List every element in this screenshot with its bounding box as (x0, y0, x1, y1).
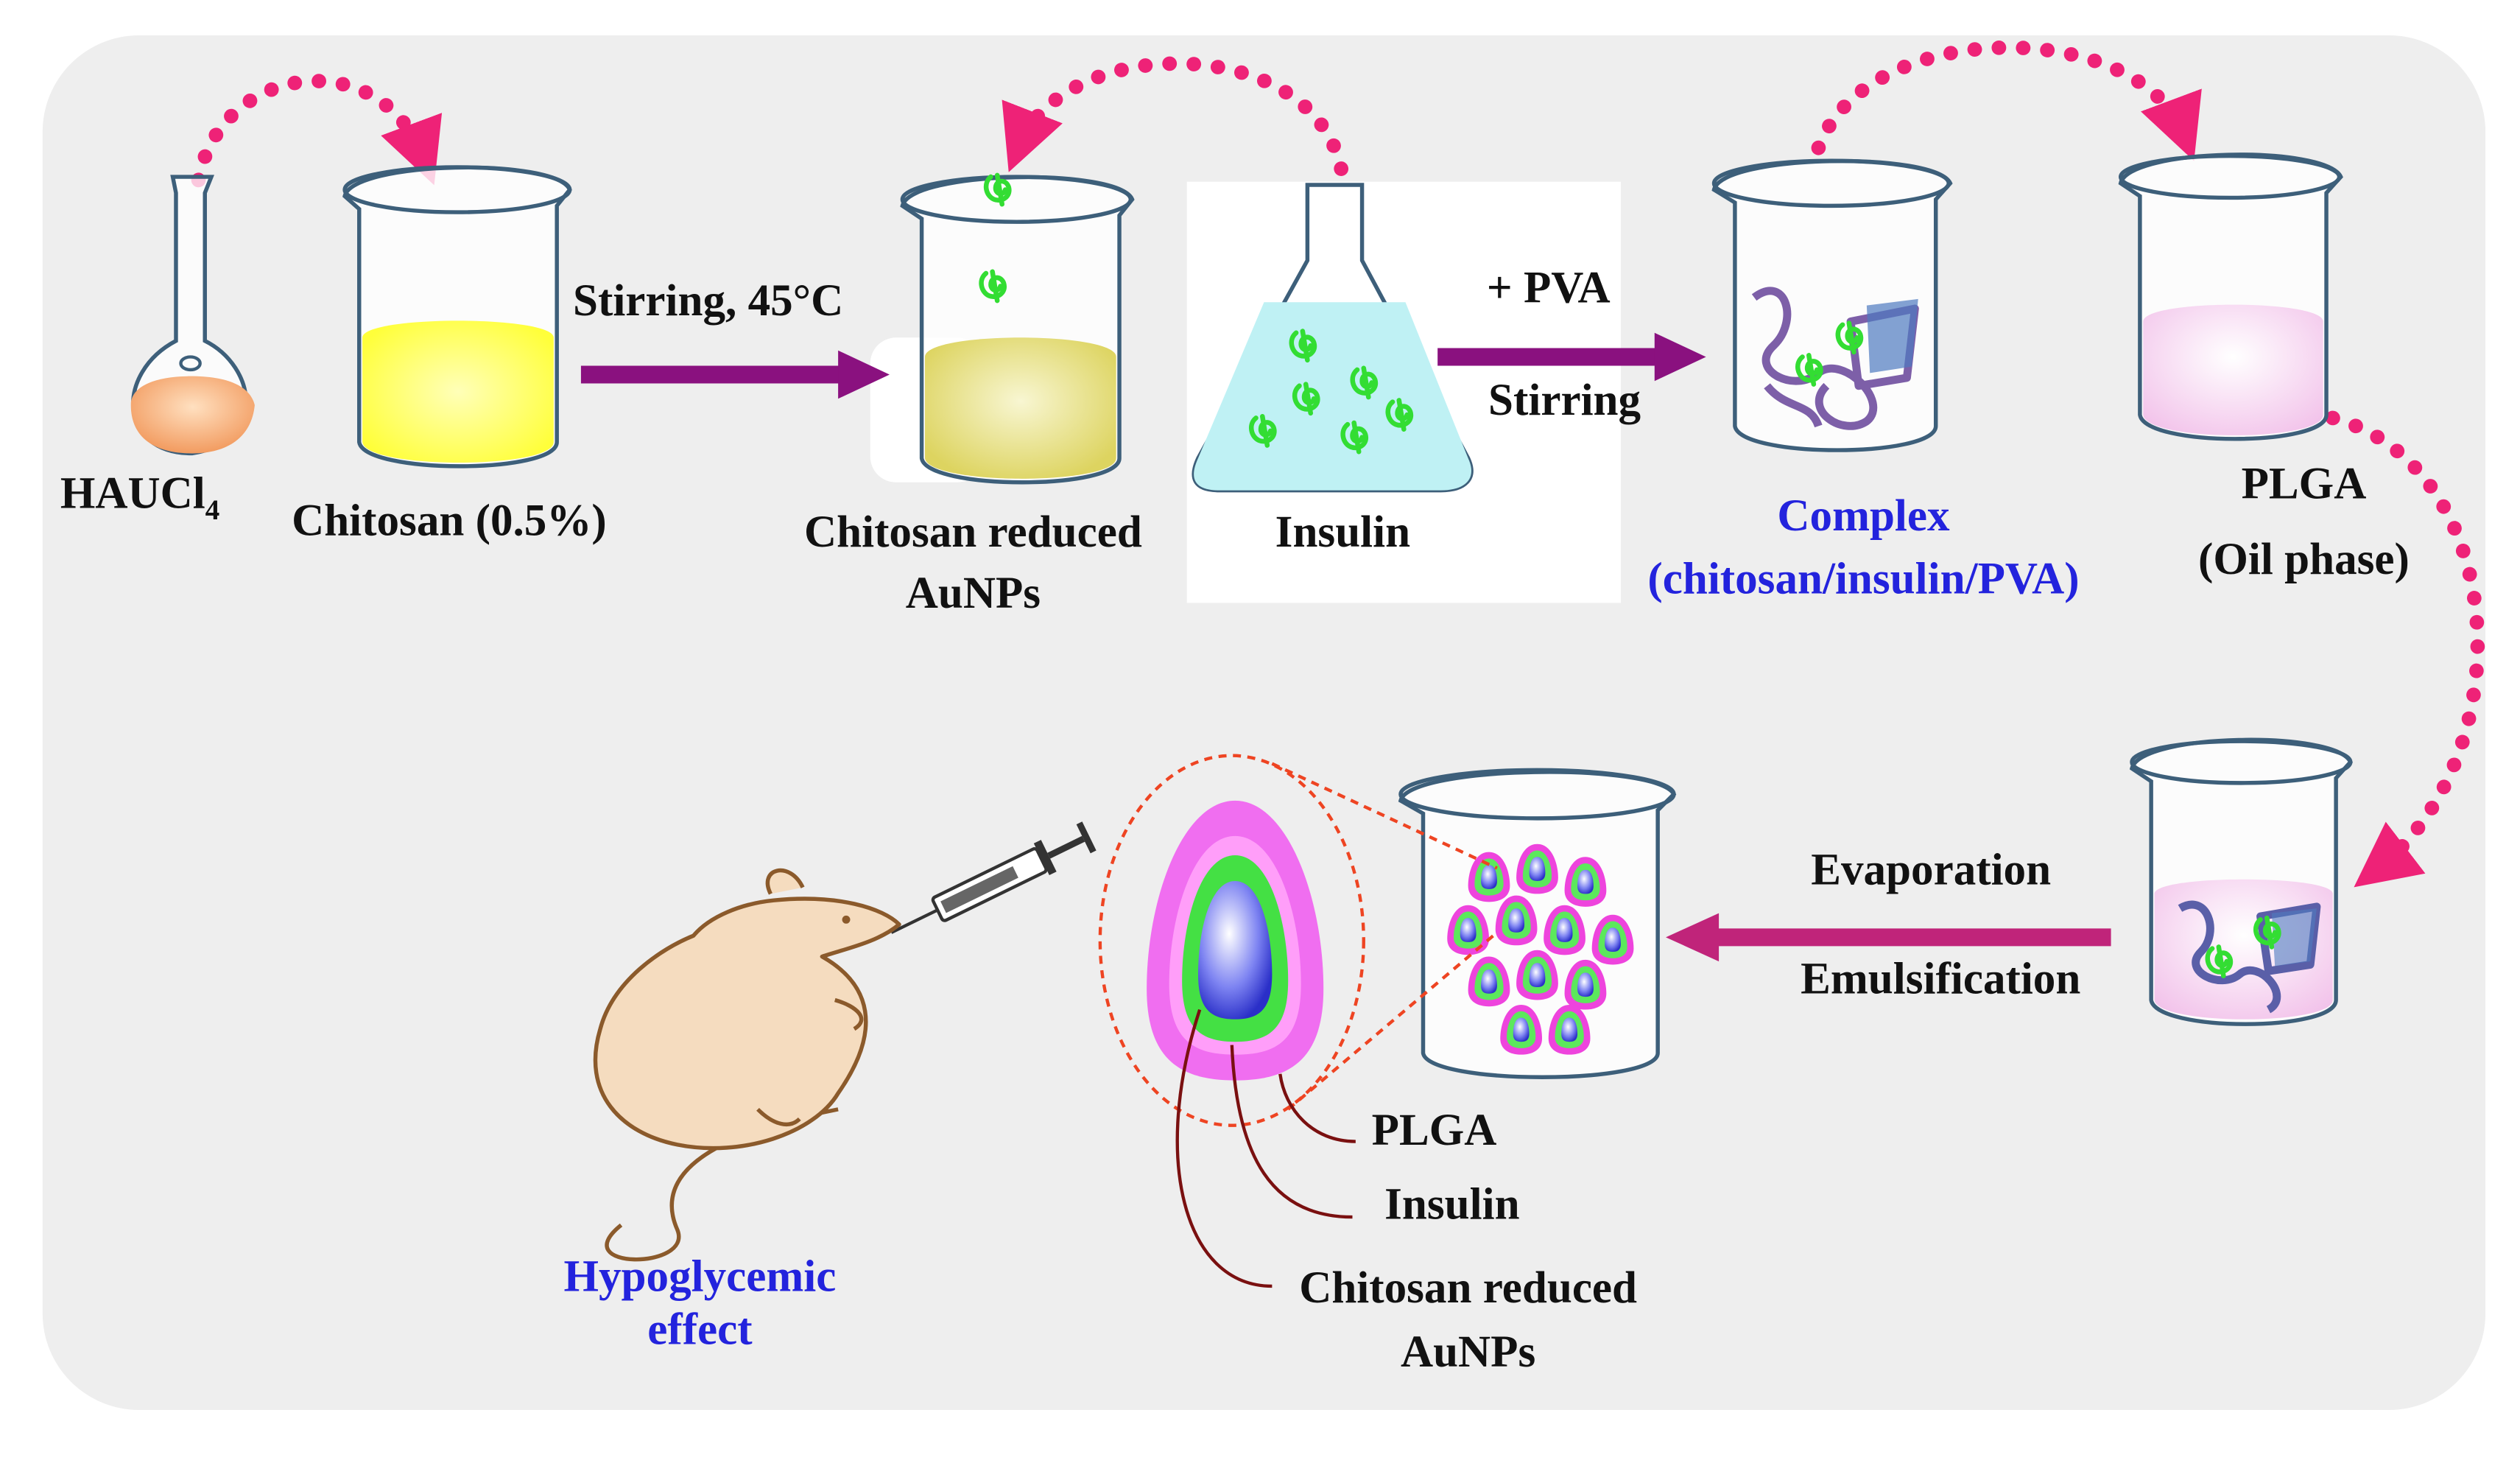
recycle-arrow-3 (1811, 40, 2202, 161)
beaker-plga-icon (2118, 152, 2343, 441)
label-plga-line2: (Oil phase) (2198, 535, 2410, 584)
beaker-nanoparticles-icon (1398, 768, 1677, 1079)
recycle-arrow-4 (2325, 410, 2485, 888)
label-plga-line1: PLGA (2242, 460, 2367, 509)
recycle-arrow-1 (191, 74, 443, 188)
particle-pointer-lines (1175, 1008, 1356, 1288)
label-aunps-line2: AuNPs (906, 569, 1041, 618)
label-particle-plga: PLGA (1372, 1106, 1497, 1155)
process-arrow-stirring-45c (580, 350, 890, 399)
label-plus-pva: + PVA (1487, 263, 1611, 312)
label-chitosan: Chitosan (0.5%) (292, 497, 607, 546)
label-complex-line1: Complex (1777, 491, 1950, 541)
pointer-plga (1278, 1073, 1356, 1143)
nanoparticle-icon (1147, 800, 1324, 1081)
erlenmeyer-flask-icon (1192, 183, 1474, 493)
label-effect-line1: Hypoglycemic (563, 1252, 836, 1301)
label-particle-core-line1: Chitosan reduced (1299, 1263, 1637, 1313)
recycle-arrows (191, 40, 2485, 888)
label-effect-line2: effect (647, 1305, 753, 1355)
beaker-emulsion-icon (2129, 737, 2353, 1026)
label-particle-core-line2: AuNPs (1401, 1327, 1535, 1377)
process-arrow-pva-stirring (1437, 332, 1706, 382)
label-haucl4: HAUCl4 (60, 469, 219, 526)
volumetric-flask-icon (130, 175, 255, 456)
beaker-complex-icon (1711, 158, 1953, 452)
pointer-insulin (1230, 1045, 1353, 1219)
mouse-icon (593, 868, 901, 1262)
pointer-core (1175, 1008, 1273, 1288)
process-arrow-evaporation-emulsification (1666, 913, 2111, 962)
beaker-aunps-icon (900, 175, 1135, 485)
label-evaporation: Evaporation (1811, 845, 2051, 894)
label-stirring-temp: Stirring, 45°C (573, 276, 843, 326)
label-complex-line2: (chitosan/insulin/PVA) (1647, 554, 2079, 603)
zoom-callout (1098, 754, 1499, 1127)
syringe-icon (890, 821, 1097, 934)
label-aunps-line1: Chitosan reduced (804, 508, 1142, 557)
beaker-chitosan-icon (342, 165, 572, 469)
label-insulin: Insulin (1275, 508, 1410, 557)
label-stirring: Stirring (1488, 376, 1641, 425)
label-emulsification: Emulsification (1801, 955, 2080, 1004)
labels: HAUCl4 Chitosan (0.5%) Stirring, 45°C Ch… (60, 263, 2410, 1377)
label-particle-insulin: Insulin (1384, 1179, 1519, 1229)
